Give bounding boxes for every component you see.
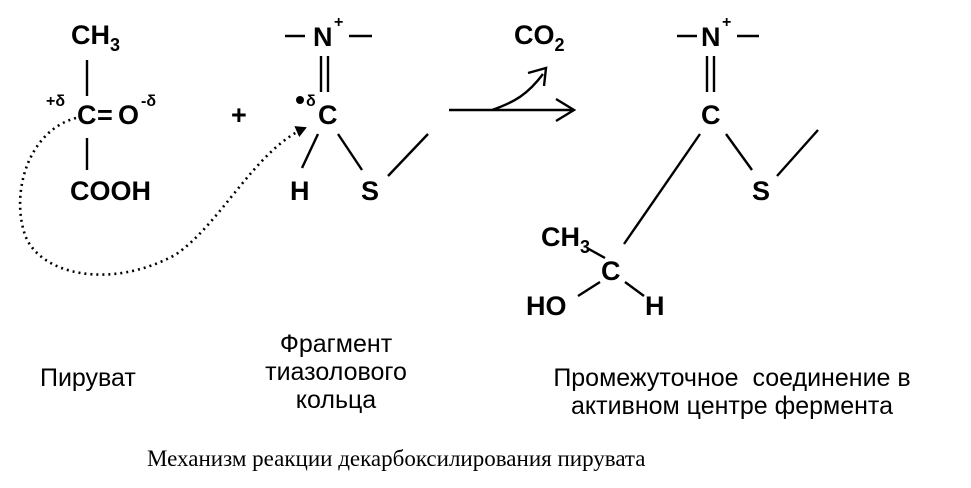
thiazole-carbon-charge: δ bbox=[306, 93, 316, 110]
thiazole-label: Фрагмент тиазолового кольца bbox=[248, 330, 424, 414]
product-label: Промежуточное соединение в активном цент… bbox=[534, 364, 930, 420]
thiazole-label-line1: Фрагмент bbox=[279, 330, 393, 358]
product-bond-oh bbox=[577, 280, 601, 298]
product-bond-s bbox=[725, 133, 753, 171]
main-arrow-head bbox=[555, 97, 577, 123]
thiazole-hydrogen: H bbox=[290, 176, 310, 206]
thiazole-n-charge: + bbox=[334, 14, 343, 31]
figure-caption: Механизм реакции декарбоксилирования пир… bbox=[147, 446, 646, 471]
pyruvate-double-bond: = bbox=[97, 100, 113, 130]
pyruvate-label: Пируват bbox=[40, 364, 136, 392]
co2-release-head bbox=[527, 66, 548, 87]
product-nitrogen: N bbox=[701, 22, 721, 52]
product-alpha-carbon: C bbox=[601, 256, 621, 286]
thiazole-label-line3: кольца bbox=[295, 386, 377, 414]
pyruvate-carbonyl-carbon: C bbox=[77, 100, 97, 130]
product-carbon: C bbox=[701, 100, 721, 130]
thiazole-ring-bond bbox=[387, 133, 429, 177]
thiazole-sulfur: S bbox=[361, 176, 379, 206]
product-c-c-bond bbox=[623, 133, 701, 245]
product-ring-bond bbox=[776, 129, 819, 177]
product-label-line1: Промежуточное соединение в bbox=[553, 364, 911, 392]
product-hydroxyl: HO bbox=[526, 291, 567, 321]
pyruvate-partial-positive: +δ bbox=[46, 93, 65, 110]
product-molecule: N + C S CH3 C HO H bbox=[526, 14, 819, 321]
thiazole-bond-s bbox=[337, 133, 363, 171]
pyruvate-oxygen: O bbox=[118, 100, 139, 130]
thiazole-fragment: N + δ C H S bbox=[285, 14, 429, 206]
pyruvate-molecule: CH3 +δ C = O -δ COOH bbox=[46, 20, 156, 206]
pyruvate-ch3: CH3 bbox=[71, 20, 120, 55]
thiazole-nitrogen: N bbox=[313, 22, 333, 52]
reaction-arrow: CO2 bbox=[449, 20, 577, 123]
thiazole-bond-h bbox=[300, 133, 320, 169]
product-sulfur: S bbox=[752, 176, 770, 206]
product-bond-h bbox=[624, 281, 645, 297]
product-hydrogen: H bbox=[645, 291, 665, 321]
product-n-charge: + bbox=[722, 14, 731, 31]
product-ch3: CH3 bbox=[541, 222, 590, 257]
product-bond-ch3 bbox=[586, 246, 606, 260]
co2-release-curve bbox=[491, 73, 544, 112]
pyruvate-partial-negative: -δ bbox=[141, 93, 156, 110]
thiazole-label-line2: тиазолового bbox=[265, 358, 407, 386]
thiazole-carbon: C bbox=[318, 100, 338, 130]
pyruvate-cooh: COOH bbox=[70, 176, 151, 206]
thiazole-carbanion-dot bbox=[296, 96, 304, 104]
plus-sign: + bbox=[231, 100, 247, 130]
product-label-line2: активном центре фермента bbox=[571, 392, 893, 420]
co2-formula: CO2 bbox=[514, 20, 565, 55]
electron-attack-arrow bbox=[18, 116, 307, 276]
